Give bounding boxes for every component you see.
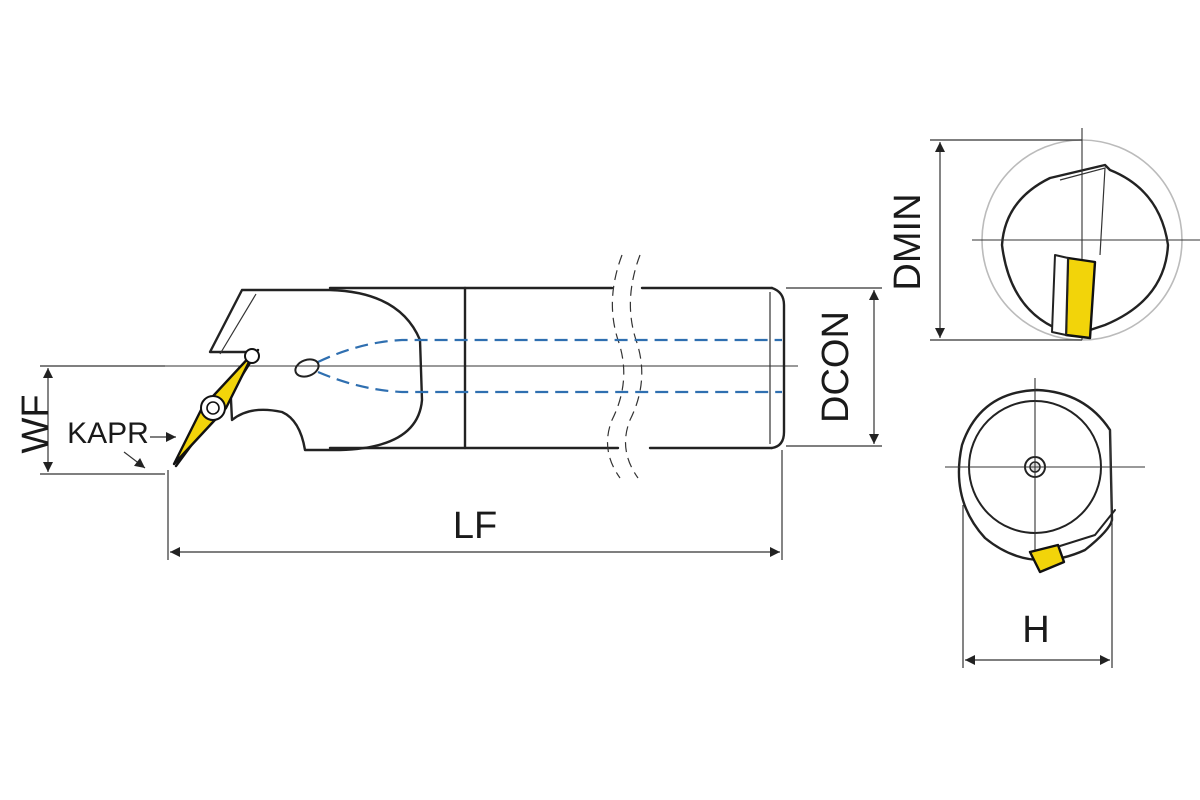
dmin-label: DMIN [887, 193, 929, 290]
bar-flat [1059, 167, 1106, 256]
lf-label: LF [453, 505, 497, 547]
clamp-pin [244, 348, 260, 364]
bar-section [1000, 163, 1170, 332]
coolant-outlet [294, 358, 320, 378]
head-contour [219, 293, 257, 355]
kapr-arrow-2 [123, 451, 146, 469]
dcon-label: DCON [815, 311, 857, 423]
coolant-channel-upper [317, 338, 782, 363]
h-insert [1028, 543, 1066, 574]
h-clamp [1059, 509, 1116, 547]
insert-screw-inner [206, 401, 220, 415]
side-view: WF KAPR LF DCON [15, 254, 882, 560]
end-view-bottom: H [945, 378, 1145, 668]
end-view-top: DMIN [887, 128, 1200, 341]
shank-section [957, 388, 1114, 562]
wf-label: WF [15, 394, 57, 453]
break-line-left [606, 254, 625, 479]
kapr-label: KAPR [67, 417, 149, 450]
bar-head-outline [208, 288, 424, 452]
h-label: H [1022, 609, 1049, 651]
dmin-insert [1064, 256, 1097, 340]
shank-end [770, 286, 786, 450]
coolant-channel-lower [317, 370, 782, 394]
dmin-insert-seat [1051, 254, 1069, 336]
shank-flat [1109, 429, 1113, 521]
break-line-right [624, 254, 643, 479]
